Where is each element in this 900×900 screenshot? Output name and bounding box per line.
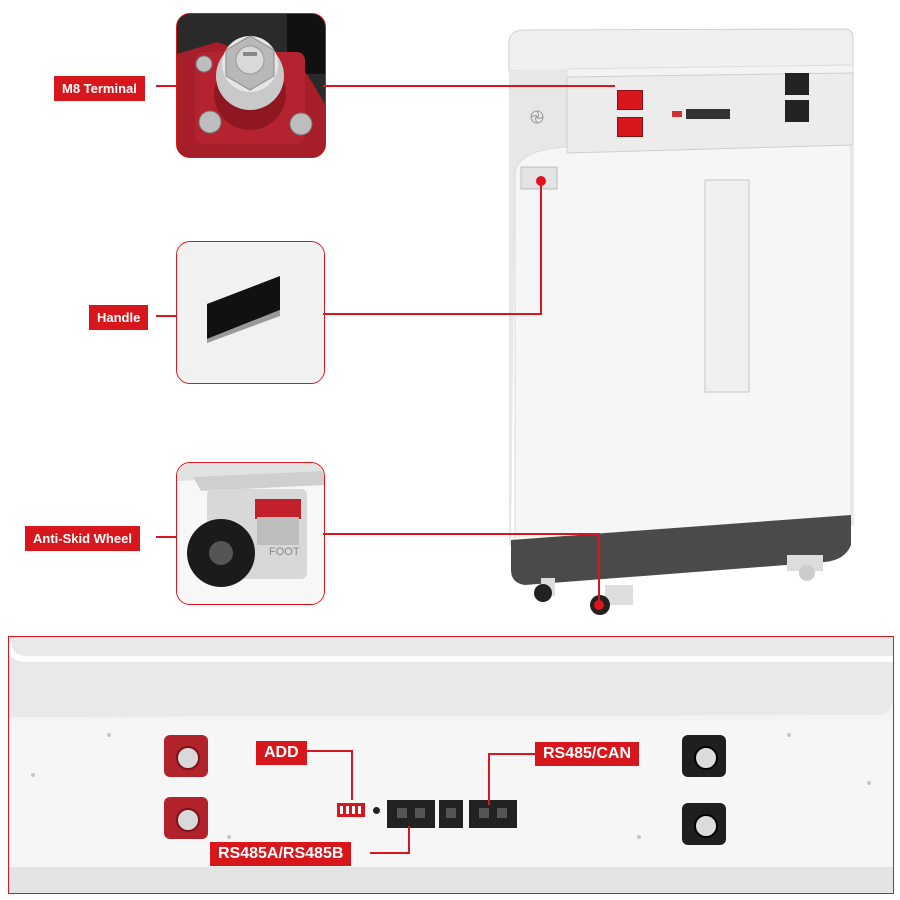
add-leader-h bbox=[304, 750, 352, 752]
terminal-bolt bbox=[694, 814, 718, 838]
cabinet-black-terminal-bottom bbox=[785, 100, 809, 122]
indicator-led bbox=[373, 807, 380, 814]
m8-terminal-label: M8 Terminal bbox=[54, 76, 145, 101]
wheel-label-leader bbox=[156, 536, 176, 538]
terminal-bolt bbox=[176, 808, 200, 832]
rs485a-leader-h bbox=[370, 852, 410, 854]
cabinet-comm-ports bbox=[686, 109, 730, 119]
handle-label-leader bbox=[156, 315, 176, 317]
anti-skid-wheel-image: FOOT bbox=[177, 463, 324, 604]
wheel-dot bbox=[594, 600, 604, 610]
m8-terminal-image bbox=[177, 14, 325, 157]
terminal-bolt bbox=[694, 746, 718, 770]
handle-label: Handle bbox=[89, 305, 149, 330]
add-dip-switch bbox=[337, 803, 365, 817]
cabinet-add-switch bbox=[672, 111, 682, 117]
anti-skid-wheel-label: Anti-Skid Wheel bbox=[25, 526, 140, 551]
rs485-can-port bbox=[469, 800, 517, 828]
panel-negative-terminal bbox=[164, 797, 208, 839]
wheel-brand-text: FOOT bbox=[269, 546, 300, 558]
terminal-bolt bbox=[176, 746, 200, 770]
rs485-can-leader-h bbox=[488, 753, 536, 755]
m8-terminal-callout bbox=[176, 13, 326, 158]
rs485-can-leader-v bbox=[488, 753, 490, 805]
rs485b-port bbox=[439, 800, 463, 828]
handle-callout bbox=[176, 241, 325, 384]
handle-leader-h bbox=[323, 313, 541, 315]
handle-dot bbox=[536, 176, 546, 186]
handle-leader-v bbox=[540, 180, 542, 315]
panel-black-terminal-top bbox=[682, 735, 726, 777]
rs485a-rs485b-label: RS485A/RS485B bbox=[210, 842, 352, 866]
rs485-can-label: RS485/CAN bbox=[535, 742, 640, 766]
m8-terminal-label-leader bbox=[156, 85, 176, 87]
wheel-callout: FOOT bbox=[176, 462, 325, 605]
rs485a-leader-v bbox=[408, 826, 410, 854]
fan-icon bbox=[530, 110, 544, 124]
cabinet-black-terminal-top bbox=[785, 73, 809, 95]
wheel-leader-v bbox=[598, 533, 600, 603]
cabinet-positive-terminal bbox=[617, 90, 643, 110]
handle-image bbox=[177, 242, 324, 383]
panel-positive-terminal bbox=[164, 735, 208, 777]
cabinet-negative-terminal bbox=[617, 117, 643, 137]
panel-black-terminal-bottom bbox=[682, 803, 726, 845]
terminal-panel-image bbox=[9, 637, 893, 893]
terminal-panel-closeup bbox=[8, 636, 894, 894]
add-label: ADD bbox=[256, 741, 307, 765]
m8-terminal-leader bbox=[323, 85, 615, 87]
wheel-leader-h bbox=[323, 533, 599, 535]
rs485a-port bbox=[387, 800, 435, 828]
add-leader-v bbox=[351, 750, 353, 800]
